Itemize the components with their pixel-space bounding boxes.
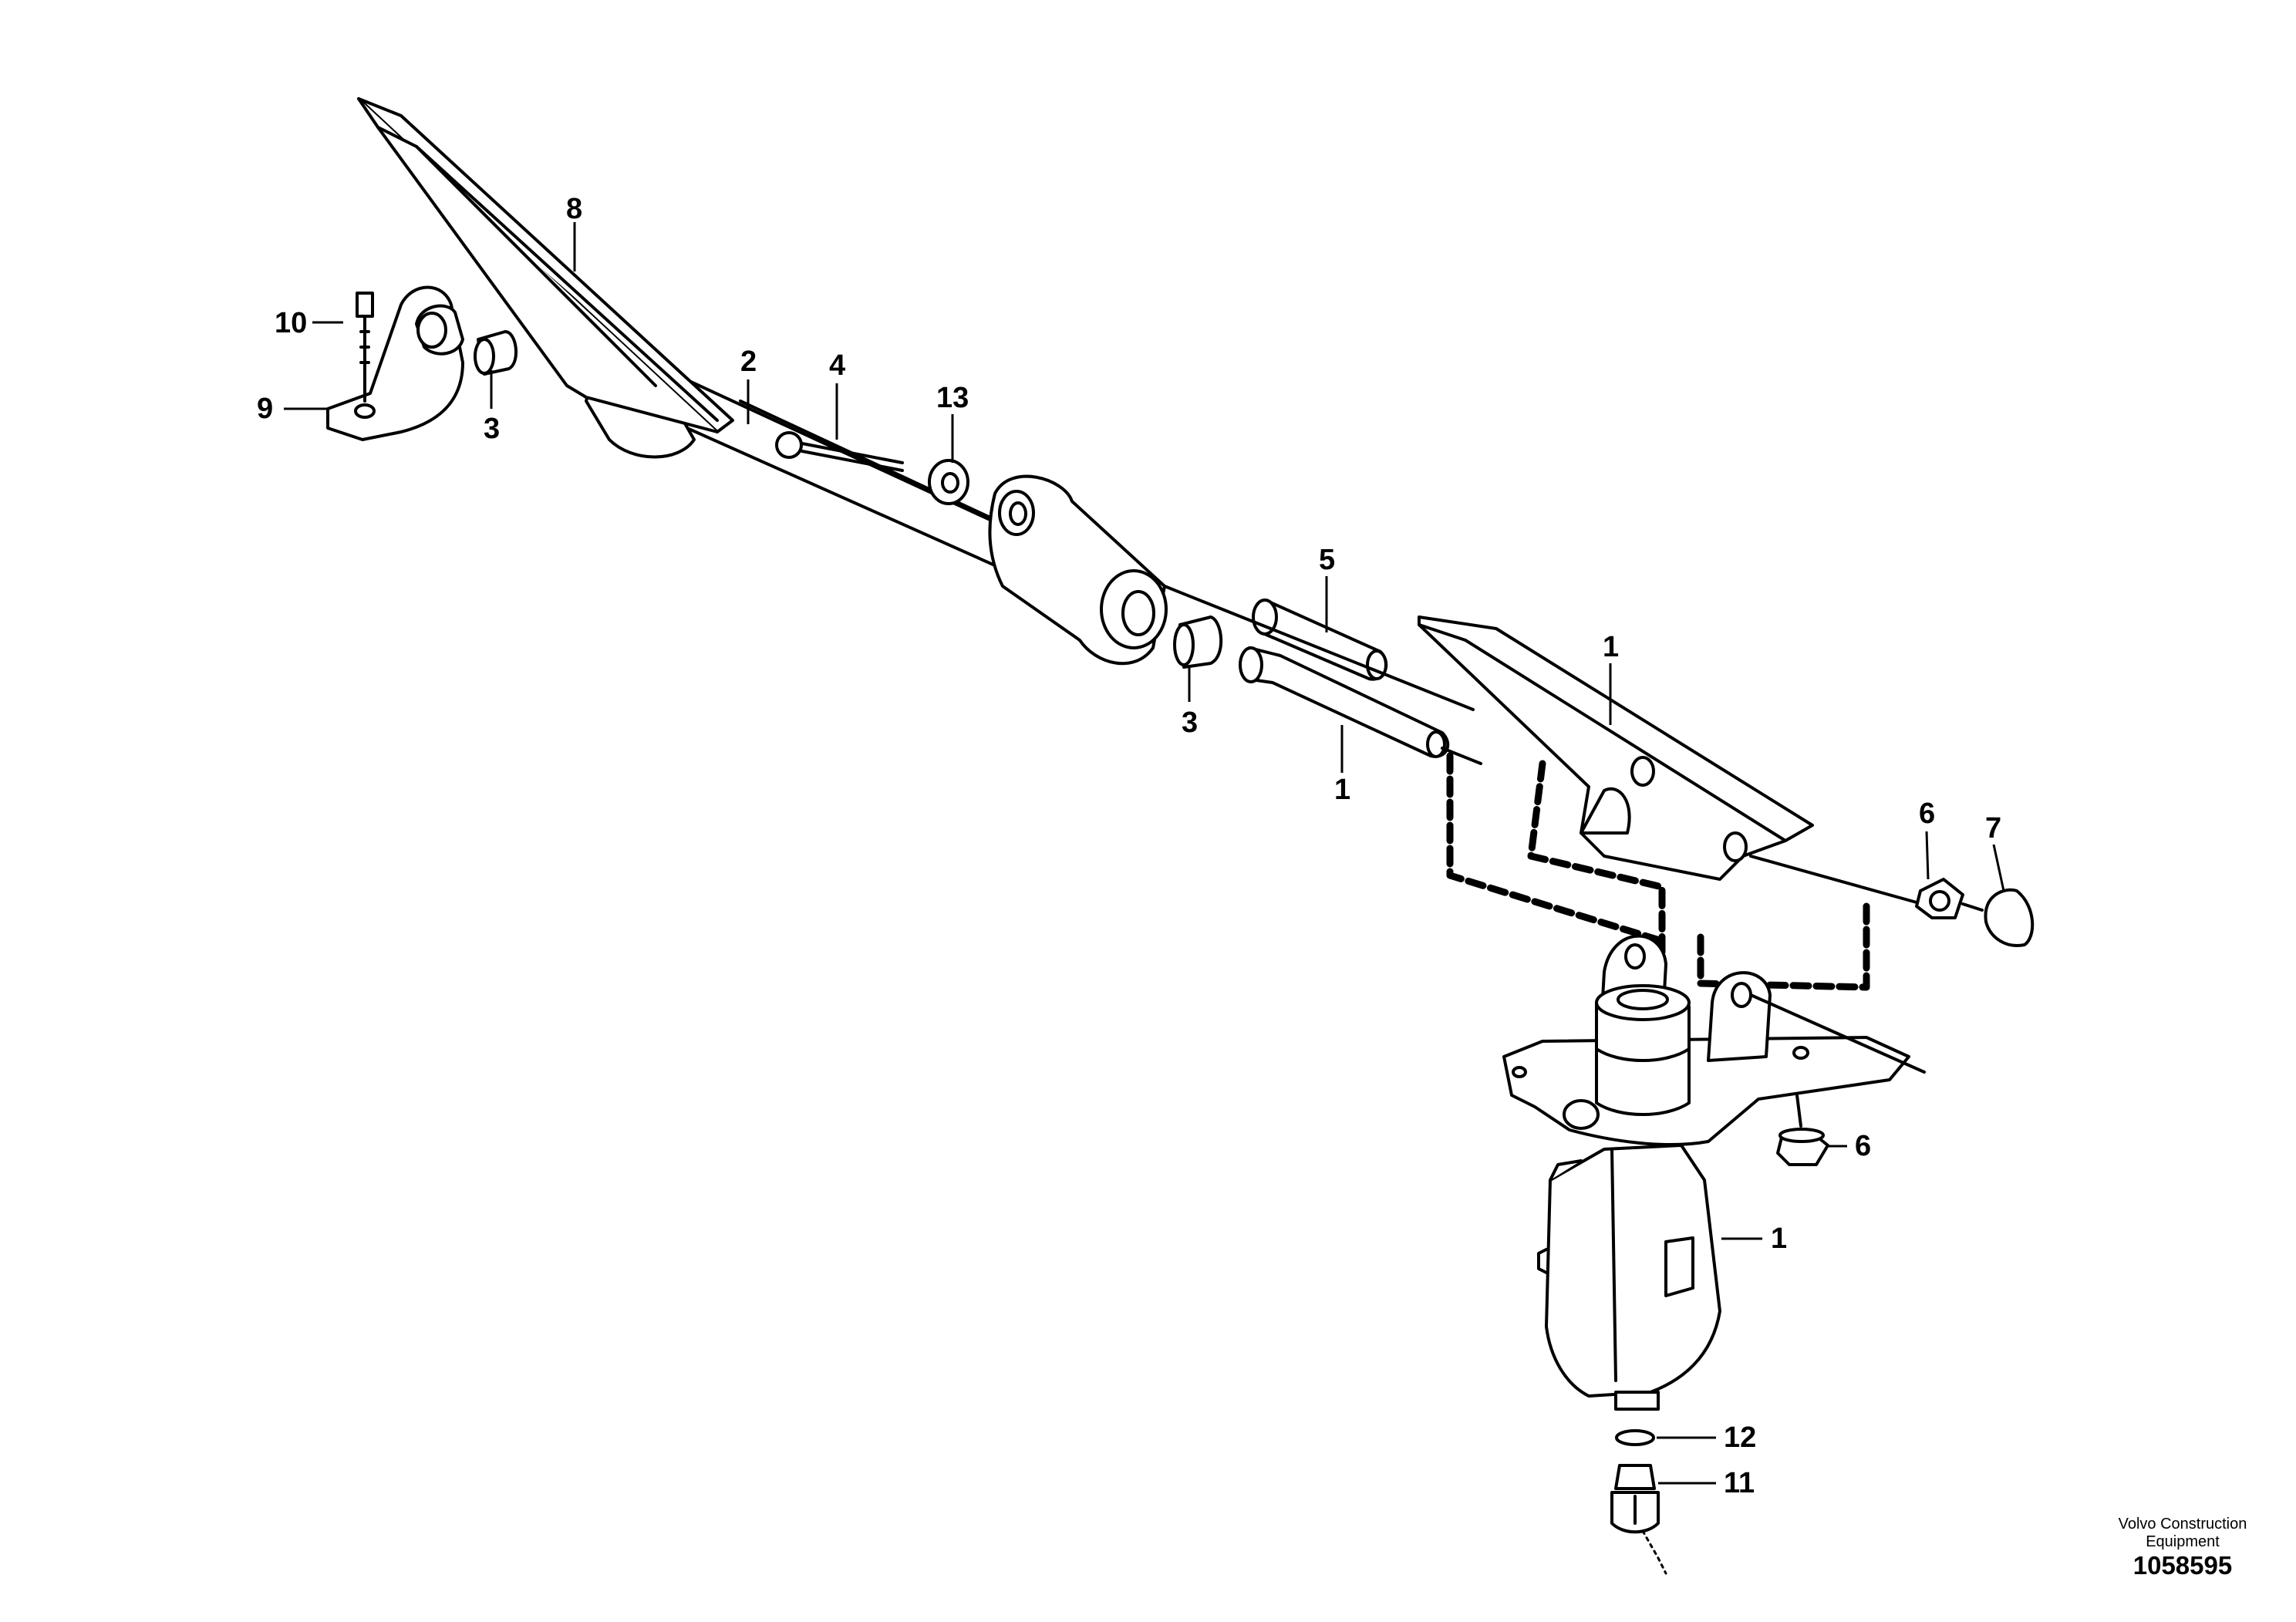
callout-1-valve: 1 (1771, 1222, 1788, 1255)
callout-11: 11 (1724, 1467, 1755, 1499)
callout-6-upper: 6 (1919, 798, 1936, 830)
bolt-10 (356, 292, 374, 403)
left-bushing (474, 330, 518, 376)
upper-pedal (357, 97, 734, 433)
callout-10: 10 (275, 307, 308, 339)
callout-3-left: 3 (484, 413, 501, 445)
dashed-connector (1446, 752, 1870, 991)
fitting (1610, 1464, 1667, 1575)
leader-lines (284, 222, 2005, 1485)
callout-2: 2 (740, 346, 757, 378)
callout-13: 13 (936, 382, 969, 414)
valve-ear-right (1707, 971, 1772, 1062)
credit-block: Volvo Construction Equipment 1058595 (2094, 1516, 2271, 1580)
callout-1-tube: 1 (1334, 774, 1351, 806)
nut-lower (1776, 1128, 1829, 1166)
long-bolt (775, 431, 904, 472)
lever-arm (988, 474, 1168, 666)
drawing-number: 1058595 (2132, 1551, 2233, 1580)
valve-base (1502, 1036, 1910, 1147)
axis-line-right (1749, 855, 1918, 904)
callout-4: 4 (829, 349, 846, 382)
callout-8: 8 (566, 193, 583, 225)
callout-7: 7 (1985, 812, 2002, 845)
middle-bushing (1173, 615, 1223, 669)
callout-12: 12 (1724, 1421, 1757, 1454)
cap-7 (1984, 888, 2035, 947)
callout-6-lower: 6 (1855, 1130, 1872, 1162)
callout-9: 9 (257, 393, 274, 425)
spacer-13 (928, 459, 969, 505)
callout-5: 5 (1319, 544, 1336, 576)
valve-body (1537, 1144, 1721, 1411)
o-ring (1615, 1429, 1655, 1446)
left-bracket (326, 285, 464, 441)
credit-company: Volvo Construction (2118, 1516, 2247, 1533)
nut-upper (1915, 878, 1964, 919)
credit-division: Equipment (2146, 1533, 2220, 1550)
callout-1-upper: 1 (1603, 631, 1620, 663)
main-pedal (1418, 615, 1814, 881)
axis-line-lower (1441, 747, 1482, 765)
callout-3-mid: 3 (1182, 706, 1199, 739)
valve-cylinder (1595, 984, 1691, 1116)
tube-1 (1239, 646, 1450, 758)
axis-line-upper (1163, 585, 1475, 711)
